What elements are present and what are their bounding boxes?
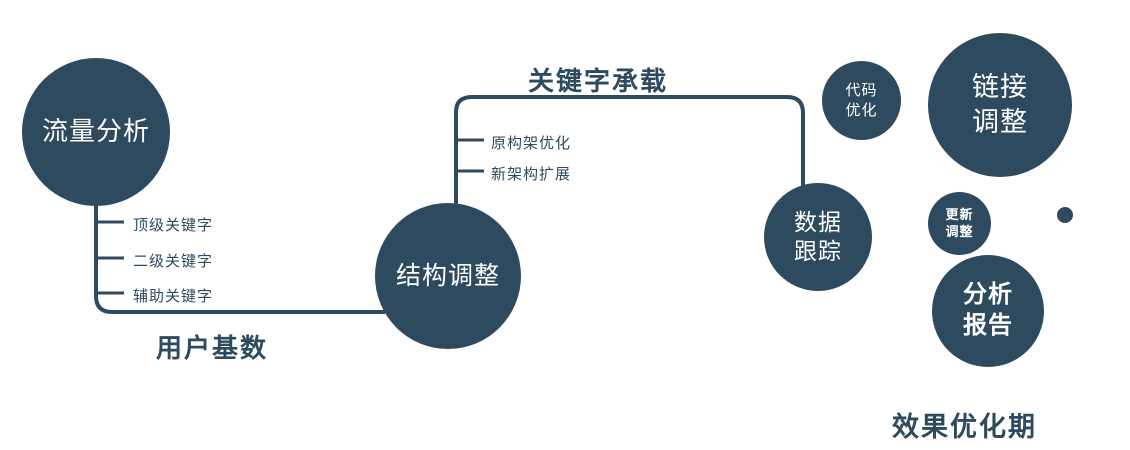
- branch-traffic-item-top-keywords: 顶级关键字: [133, 217, 214, 234]
- node-analysis-report-line2: 报告: [963, 312, 1013, 339]
- node-update-adjustment-line2: 调整: [945, 223, 974, 239]
- node-traffic-analysis: 流量分析: [22, 58, 170, 206]
- node-data-tracking-line2: 跟踪: [794, 238, 842, 264]
- branch-traffic-item-secondary-keywords: 二级关键字: [133, 253, 214, 270]
- node-link-adjustment-line1: 链接: [972, 72, 1028, 103]
- node-code-optimization-line1: 代码: [845, 82, 878, 100]
- node-code-optimization-line2: 优化: [845, 101, 878, 119]
- branch-structure-item-new-architecture: 新架构扩展: [491, 166, 572, 183]
- node-traffic-analysis-label: 流量分析: [41, 116, 150, 147]
- branch-structure-item-original-architecture: 原构架优化: [491, 135, 572, 152]
- node-structure-adjustment-label: 结构调整: [395, 262, 500, 290]
- small-dot-marker: [1057, 207, 1073, 223]
- node-update-adjustment: 更新 调整: [928, 192, 991, 255]
- edge-label-user-base: 用户基数: [156, 333, 269, 363]
- node-structure-adjustment: 结构调整: [375, 203, 521, 349]
- node-data-tracking: 数据 跟踪: [764, 183, 872, 291]
- caption-effect-optimization-period: 效果优化期: [892, 412, 1037, 442]
- edge-label-keyword-carrying: 关键字承载: [528, 66, 669, 96]
- node-analysis-report: 分析 报告: [932, 255, 1044, 367]
- node-update-adjustment-line1: 更新: [945, 206, 974, 222]
- node-data-tracking-line1: 数据: [794, 208, 842, 235]
- branch-traffic-item-auxiliary-keywords: 辅助关键字: [133, 288, 214, 305]
- node-link-adjustment-line2: 调整: [972, 107, 1028, 137]
- node-analysis-report-line1: 分析: [963, 281, 1013, 309]
- node-code-optimization: 代码 优化: [822, 61, 901, 140]
- node-link-adjustment: 链接 调整: [928, 33, 1072, 177]
